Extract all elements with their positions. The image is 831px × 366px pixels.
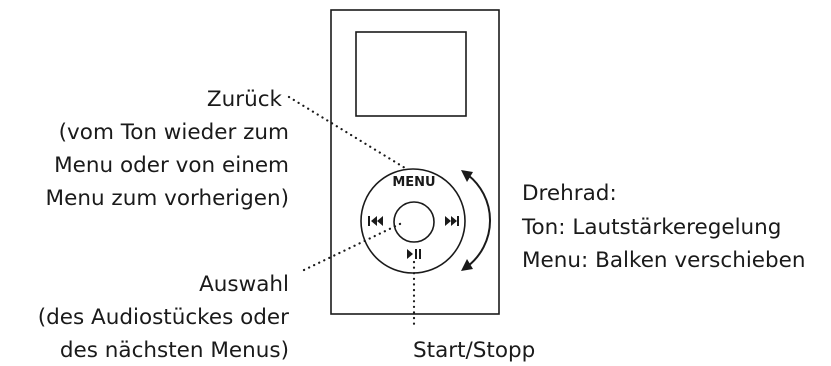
back-desc-line2: Menu oder von einem	[54, 153, 289, 178]
back-leader-line	[287, 95, 407, 170]
back-desc-line1: (vom Ton wieder zum	[58, 120, 289, 145]
wheel-desc-line2: Menu: Balken verschieben	[522, 248, 806, 273]
play-title: Start/Stopp	[413, 338, 536, 363]
device-screen	[355, 31, 467, 117]
select-title: Auswahl	[199, 272, 289, 297]
select-desc-line1: (des Audiostückes oder	[37, 305, 289, 330]
rotation-arrow-icon	[461, 170, 491, 271]
select-leader-line	[302, 221, 404, 272]
center-select-button	[393, 201, 435, 243]
previous-icon	[368, 216, 383, 226]
wheel-title: Drehrad:	[522, 181, 617, 206]
menu-button-label: MENU	[392, 175, 436, 190]
back-desc-line3: Menu zum vorherigen)	[45, 186, 289, 211]
wheel-desc-line1: Ton: Lautstärkeregelung	[522, 215, 782, 240]
next-icon	[445, 216, 459, 226]
play-pause-icon	[407, 249, 421, 259]
back-title: Zurück	[206, 87, 282, 112]
select-desc-line2: des nächsten Menus)	[59, 338, 289, 363]
